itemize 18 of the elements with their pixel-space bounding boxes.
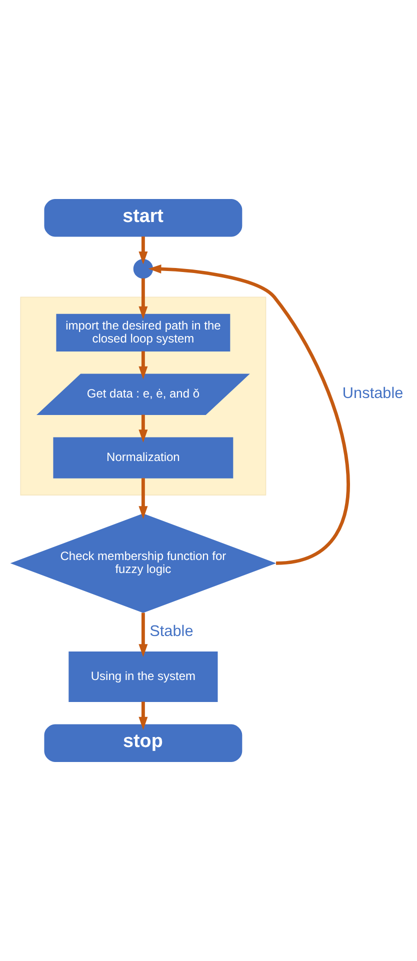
node-box: Using in the system <box>68 651 218 702</box>
arrow <box>138 236 148 264</box>
node-box: start <box>44 199 242 237</box>
edge-label: Stable <box>150 622 194 640</box>
arrow <box>138 702 148 730</box>
arrow <box>138 414 148 443</box>
node-box: Normalization <box>53 437 234 478</box>
arrow <box>148 264 350 565</box>
node-box: import the desired path in the closed loop system <box>56 314 230 352</box>
arrow <box>138 278 148 320</box>
node-diamond: Check membership function for fuzzy logic <box>10 513 276 613</box>
node-circle <box>133 258 154 279</box>
edge-label: Unstable <box>342 385 404 402</box>
arrow <box>138 612 148 658</box>
cluster <box>20 296 266 496</box>
arrow <box>138 351 148 380</box>
arrow <box>138 478 148 520</box>
node-box: stop <box>44 724 242 762</box>
